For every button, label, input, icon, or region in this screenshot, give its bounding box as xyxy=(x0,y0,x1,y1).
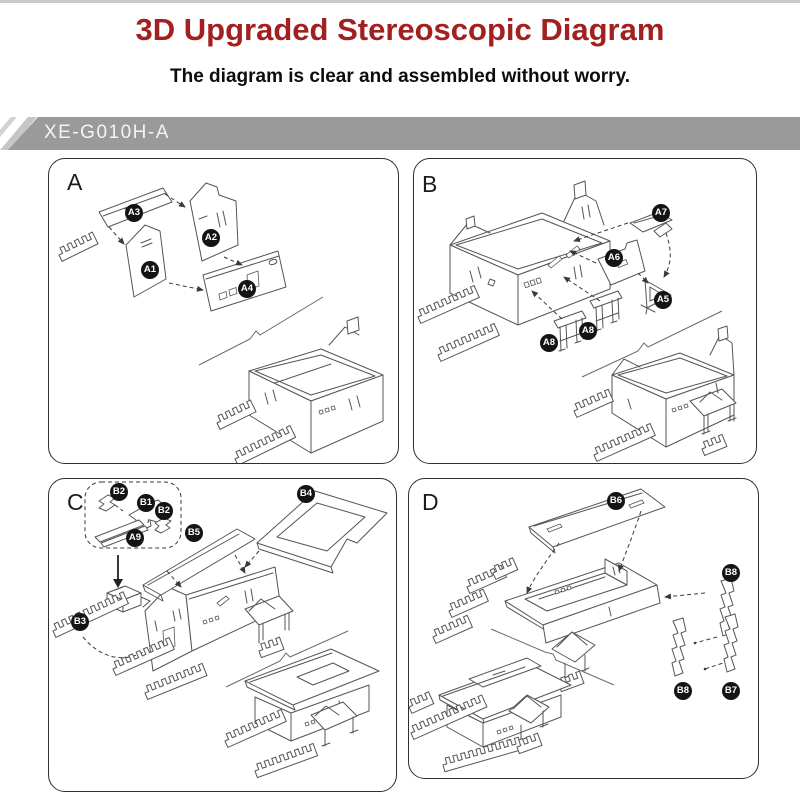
fence-link-curve xyxy=(82,636,146,659)
step-divider-line xyxy=(581,310,723,378)
page-subtitle: The diagram is clear and assembled witho… xyxy=(170,66,630,87)
part-badge-b8: B8 xyxy=(722,564,740,582)
step-b-drawing xyxy=(415,180,737,462)
part-badge-b1: B1 xyxy=(137,494,155,512)
part-a2-shape xyxy=(189,182,239,262)
place-chimney-arrow xyxy=(113,555,123,588)
panel-step-a: A A3 A2 A1 A4 xyxy=(48,158,399,464)
panel-step-c: C B2 B1 B2 A9 B5 B4 B3 xyxy=(48,478,397,792)
model-banner: XE-G010H-A xyxy=(8,117,800,150)
step-divider-line xyxy=(225,630,349,688)
part-badge-a7: A7 xyxy=(652,204,670,222)
panel-letter: B xyxy=(422,171,438,197)
panel-step-d: D B6 B8 B8 B7 xyxy=(408,478,759,779)
assembled-base-box xyxy=(213,316,384,463)
part-b4-roof xyxy=(256,490,388,574)
part-badge-b6: B6 xyxy=(607,492,625,510)
page-title: 3D Upgraded Stereoscopic Diagram xyxy=(135,12,665,47)
part-b3-fence xyxy=(49,591,129,638)
assembled-box-with-porch xyxy=(571,325,737,462)
part-badge-b2: B2 xyxy=(110,483,128,501)
part-b5-roof xyxy=(142,528,256,602)
part-badge-a4: A4 xyxy=(238,280,256,298)
part-badge-b5: B5 xyxy=(185,524,203,542)
part-badge-b2: B2 xyxy=(155,502,173,520)
part-badge-b3: B3 xyxy=(71,613,89,631)
panel-letter: C xyxy=(67,489,84,515)
part-badge-a9: A9 xyxy=(126,529,144,547)
panel-step-b: B A7 A6 A5 A8 A8 xyxy=(413,158,757,464)
part-badge-a8: A8 xyxy=(540,334,558,352)
panel-letter: A xyxy=(67,169,83,195)
assembly-arrows xyxy=(108,193,243,292)
step-d-drawing xyxy=(409,488,739,773)
house-body-shape xyxy=(110,566,294,700)
part-badge-a1: A1 xyxy=(141,261,159,279)
step-divider-line xyxy=(490,628,615,686)
part-badge-b8: B8 xyxy=(674,682,692,700)
part-badge-b4: B4 xyxy=(297,485,315,503)
part-b6-roof-cap xyxy=(528,488,666,554)
part-b8-strip xyxy=(671,617,687,677)
part-badge-a2: A2 xyxy=(202,229,220,247)
assembly-arrows xyxy=(166,550,260,588)
model-code: XE-G010H-A xyxy=(44,122,170,143)
part-badge-a5: A5 xyxy=(654,291,672,309)
part-badge-a3: A3 xyxy=(125,204,143,222)
step-a-drawing xyxy=(55,182,384,463)
final-assembled-house xyxy=(409,657,572,773)
part-a8-shape xyxy=(589,290,623,332)
part-badge-a8: A8 xyxy=(579,322,597,340)
image-top-border xyxy=(0,0,800,3)
base-box-shape xyxy=(415,180,611,362)
panel-letter: D xyxy=(422,489,439,515)
step-divider-line xyxy=(198,296,324,366)
assembly-arrows xyxy=(531,222,671,320)
house-open-roof xyxy=(430,557,661,693)
step-c-drawing xyxy=(49,481,388,779)
assembled-house-roofed xyxy=(222,648,380,779)
part-badge-a6: A6 xyxy=(605,249,623,267)
bubble-links xyxy=(114,504,150,526)
assembly-arrows xyxy=(526,510,730,671)
part-badge-b7: B7 xyxy=(722,682,740,700)
chimney-parts-bubble xyxy=(84,481,182,549)
fence-piece xyxy=(55,231,99,262)
